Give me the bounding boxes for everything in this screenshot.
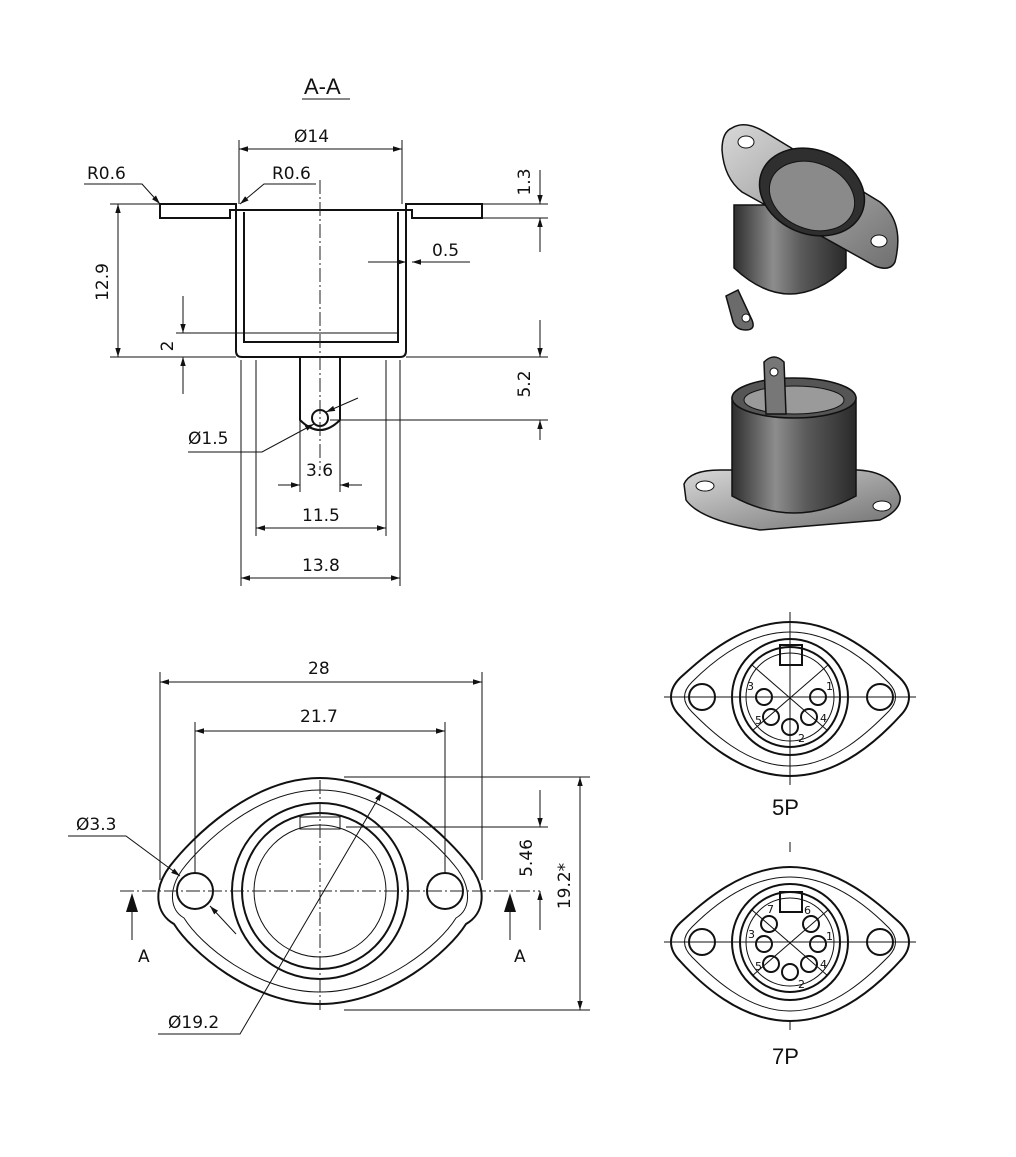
cup-inner-wall xyxy=(243,212,399,343)
variant-5p: 1 2 3 4 5 5P xyxy=(664,612,916,820)
dim-mount-hole: Ø3.3 xyxy=(76,815,116,835)
dim-offset: 5.46 xyxy=(517,839,537,877)
dim-height-front: 19.2* xyxy=(555,863,575,909)
render-bottom xyxy=(683,356,901,531)
dim-tab-len: 5.2 xyxy=(515,370,535,397)
pin-5p-2: 2 xyxy=(798,732,805,745)
dim-tab-w: 3.6 xyxy=(306,461,333,481)
pin-5p-4: 4 xyxy=(820,712,827,725)
variant-7p: 1 2 3 4 5 6 7 7P xyxy=(664,842,916,1069)
section-label: A-A xyxy=(304,74,341,99)
dim-outer-w: 13.8 xyxy=(302,556,340,576)
dim-flange-h: 1.3 xyxy=(515,168,535,195)
dim-hole-spacing: 21.7 xyxy=(300,707,338,727)
pin-7p-5: 5 xyxy=(755,960,762,973)
section-a-right: A xyxy=(514,947,526,967)
render-top-tab xyxy=(725,288,754,331)
pin-7p-7: 7 xyxy=(767,903,774,916)
pin-5p-5: 5 xyxy=(755,714,762,727)
pin-5p-1: 1 xyxy=(826,680,833,693)
dim-overall: 28 xyxy=(308,659,330,679)
pin-7p-2: 2 xyxy=(798,978,805,991)
dim-r-right: R0.6 xyxy=(272,164,311,184)
pin-7p-6: 6 xyxy=(804,904,811,917)
render-top xyxy=(721,124,899,331)
dim-wall: 0.5 xyxy=(432,241,459,261)
dim-bottom: 2 xyxy=(158,341,178,352)
variant-5p-label: 5P xyxy=(772,795,799,820)
dim-hole: Ø1.5 xyxy=(188,429,228,449)
dim-body-dia: Ø19.2 xyxy=(168,1013,219,1033)
section-view: A-A Ø14 R0.6 R0.6 1.3 0.5 xyxy=(84,74,548,586)
pin-7p-1: 1 xyxy=(826,930,833,943)
dim-height: 12.9 xyxy=(93,263,113,301)
dim-r-left: R0.6 xyxy=(87,164,126,184)
pin-7p-4: 4 xyxy=(820,958,827,971)
variant-7p-label: 7P xyxy=(772,1044,799,1069)
pin-7p-3: 3 xyxy=(748,928,755,941)
dim-inner-w: 11.5 xyxy=(302,506,340,526)
render-bottom-body xyxy=(731,397,857,514)
section-a-left: A xyxy=(138,947,150,967)
dim-dia-top: Ø14 xyxy=(294,127,329,147)
pin-5p-3: 3 xyxy=(747,680,754,693)
render-bottom-tab xyxy=(763,356,787,415)
front-view: 28 21.7 Ø3.3 Ø19.2 5.46 19.2* A A xyxy=(68,659,590,1035)
cup-section-outline xyxy=(159,203,483,358)
